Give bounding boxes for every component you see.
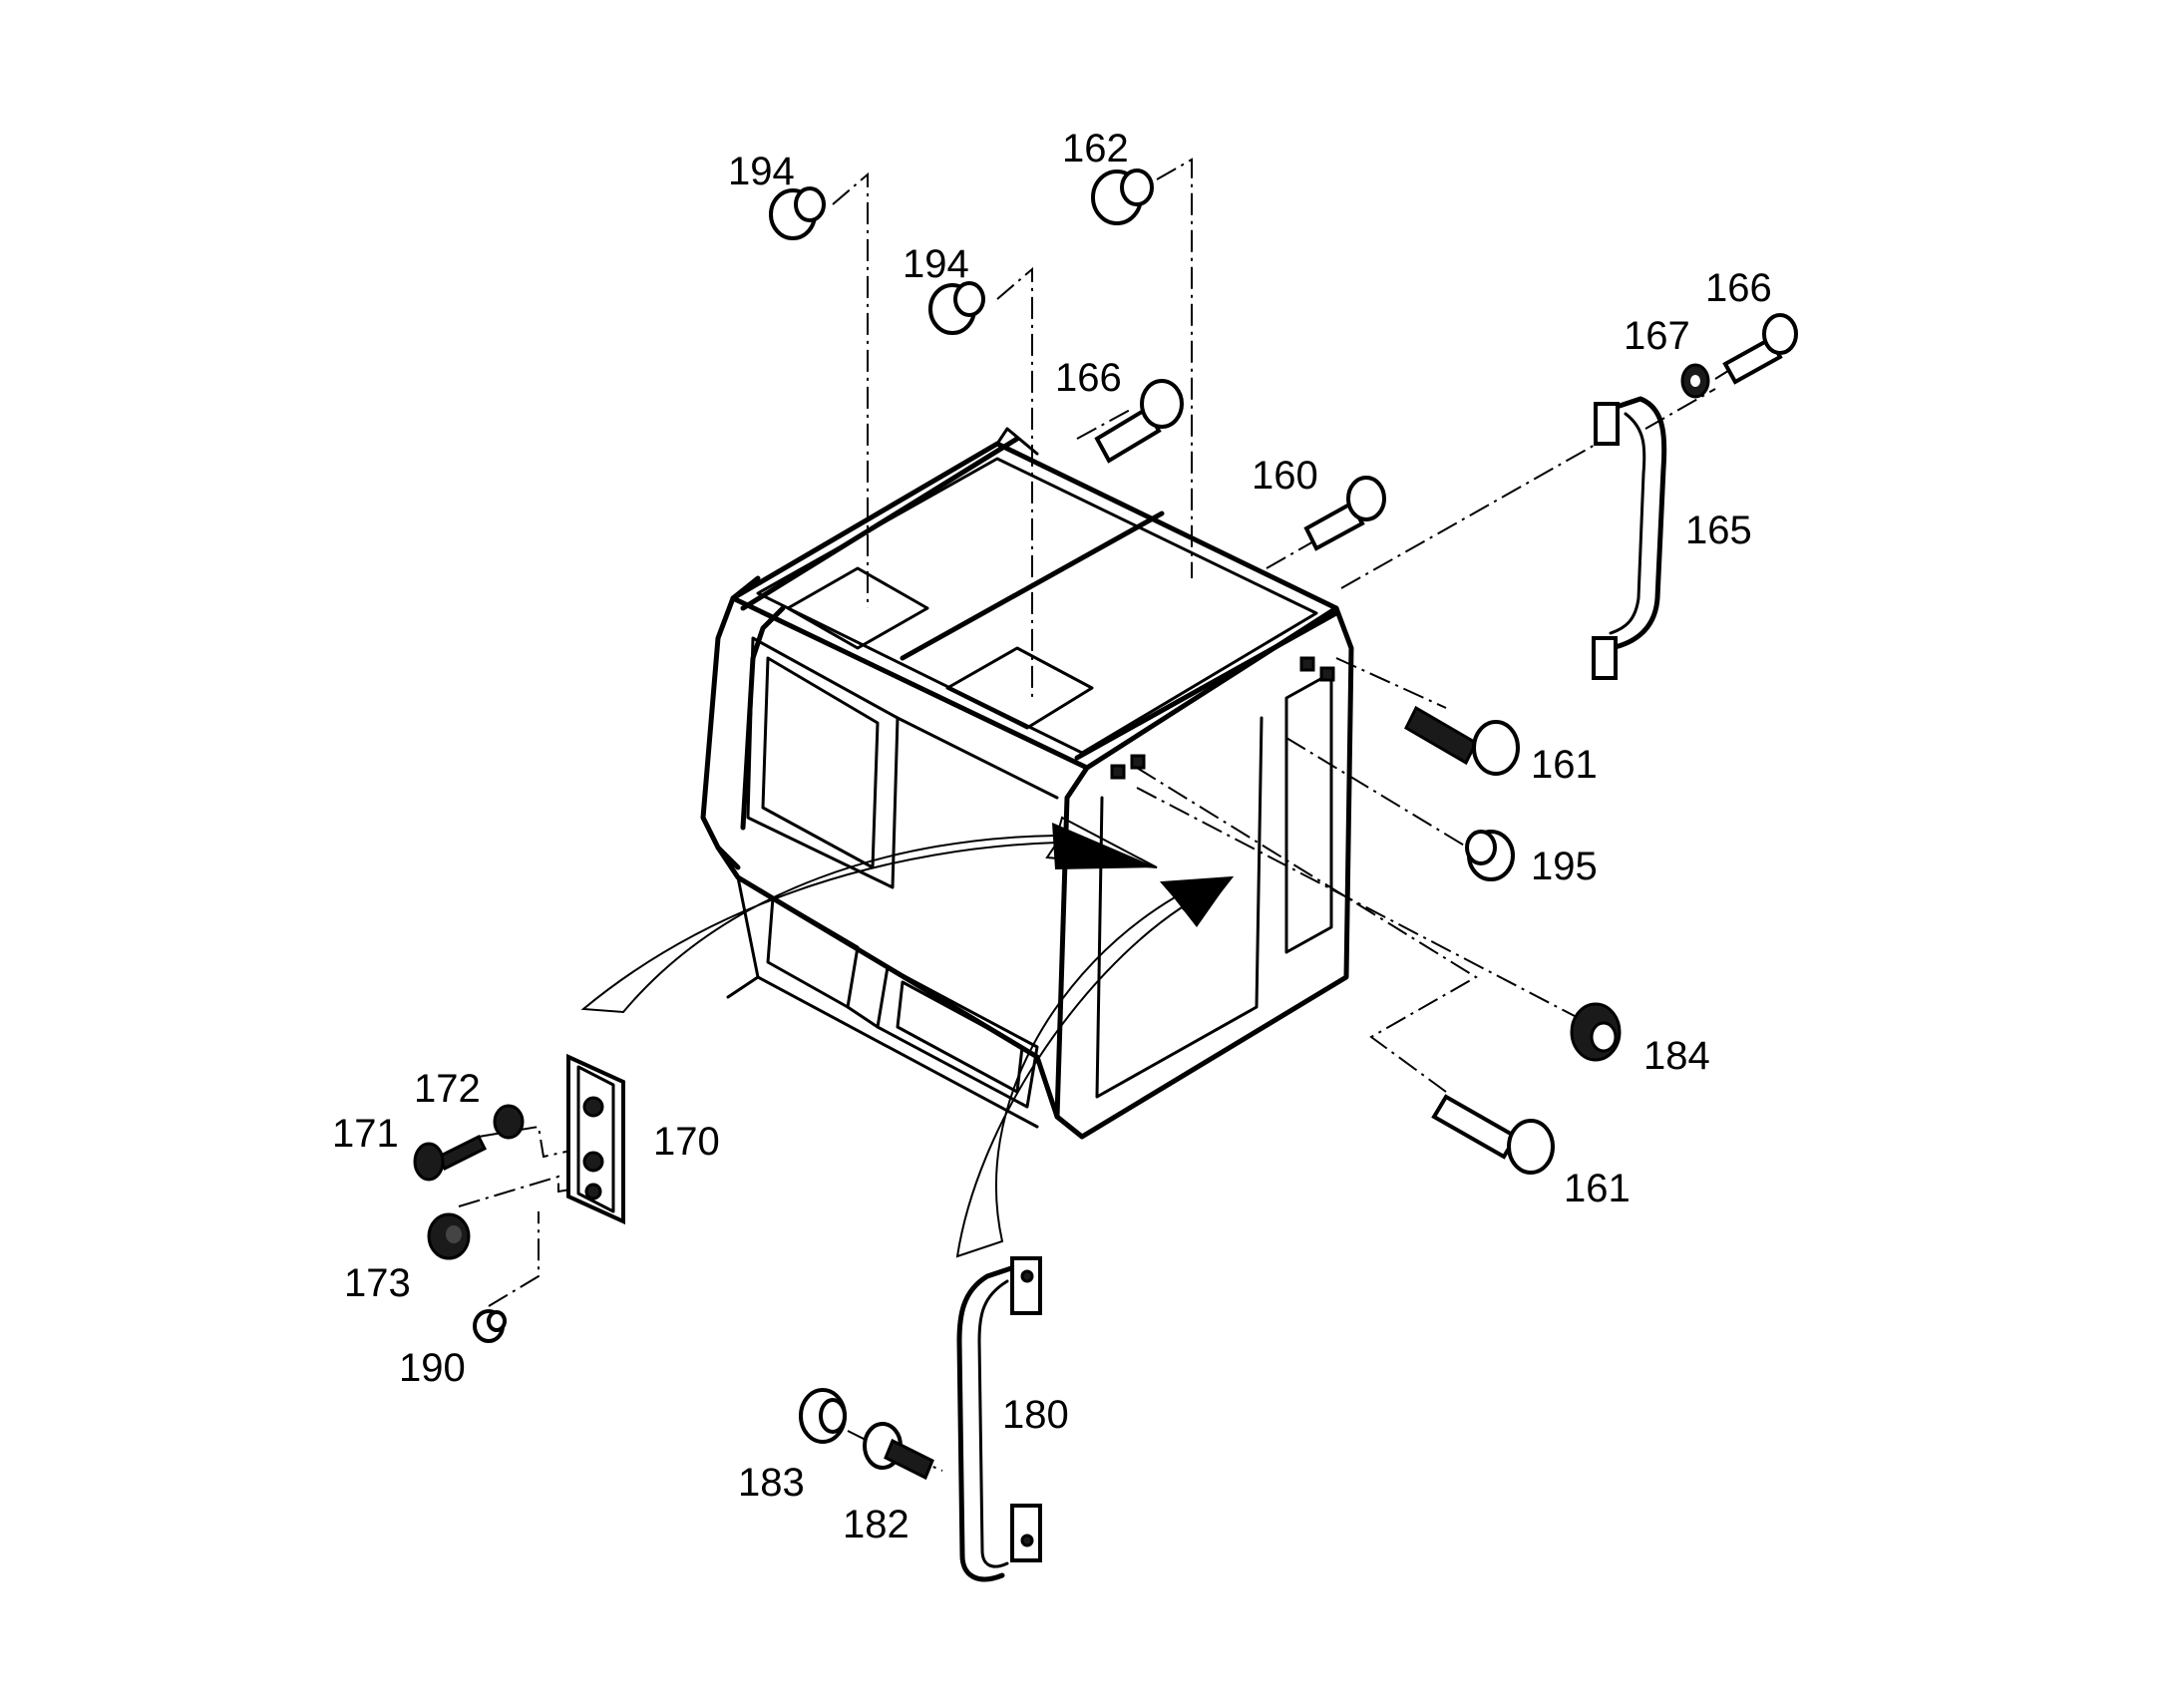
nut-172 bbox=[493, 1104, 525, 1140]
callout-170: 170 bbox=[653, 1120, 720, 1164]
callout-180: 180 bbox=[1002, 1393, 1069, 1437]
cap-162 bbox=[1091, 169, 1154, 225]
callout-165: 165 bbox=[1685, 509, 1752, 552]
plug-195 bbox=[1465, 830, 1515, 881]
callout-161-lower: 161 bbox=[1564, 1167, 1631, 1210]
callout-173: 173 bbox=[344, 1261, 411, 1305]
washer-167 bbox=[1680, 363, 1710, 399]
callout-166-middle: 166 bbox=[1055, 356, 1122, 400]
callout-195: 195 bbox=[1531, 845, 1598, 888]
callout-183: 183 bbox=[738, 1461, 805, 1505]
nut-184 bbox=[1570, 1002, 1622, 1062]
handle-180 bbox=[956, 1256, 1042, 1582]
bolt-166-middle bbox=[1094, 379, 1184, 464]
bolt-161-lower bbox=[1431, 1094, 1555, 1175]
callout-167: 167 bbox=[1624, 314, 1690, 358]
callout-166-right: 166 bbox=[1705, 266, 1772, 310]
callout-194-lower: 194 bbox=[903, 242, 969, 286]
assembly-arrows bbox=[580, 816, 1235, 1258]
callout-184: 184 bbox=[1643, 1034, 1710, 1078]
callout-194-upper: 194 bbox=[728, 150, 795, 193]
callout-161-upper: 161 bbox=[1531, 743, 1598, 787]
callout-190: 190 bbox=[399, 1346, 466, 1390]
callout-182: 182 bbox=[843, 1503, 909, 1546]
bolt-182 bbox=[863, 1422, 934, 1481]
ring-190 bbox=[473, 1309, 507, 1343]
callout-162: 162 bbox=[1062, 127, 1129, 171]
parts bbox=[413, 169, 1798, 1582]
nut-173 bbox=[427, 1212, 471, 1260]
bolt-160 bbox=[1303, 476, 1386, 551]
cap-194-upper bbox=[769, 186, 826, 240]
callouts: 194 162 194 166 166 167 160 165 161 195 … bbox=[332, 127, 1772, 1546]
plate-170 bbox=[566, 1053, 625, 1225]
bolt-171 bbox=[413, 1134, 488, 1182]
cab-frame bbox=[700, 427, 1354, 1140]
callout-171: 171 bbox=[332, 1112, 399, 1156]
bolt-166-right bbox=[1722, 313, 1798, 385]
callout-172: 172 bbox=[414, 1067, 481, 1111]
callout-160: 160 bbox=[1252, 454, 1318, 498]
cap-194-lower bbox=[928, 281, 985, 335]
bolt-161-upper bbox=[1404, 705, 1520, 776]
handle-165 bbox=[1592, 396, 1667, 680]
nut-183 bbox=[799, 1388, 847, 1444]
